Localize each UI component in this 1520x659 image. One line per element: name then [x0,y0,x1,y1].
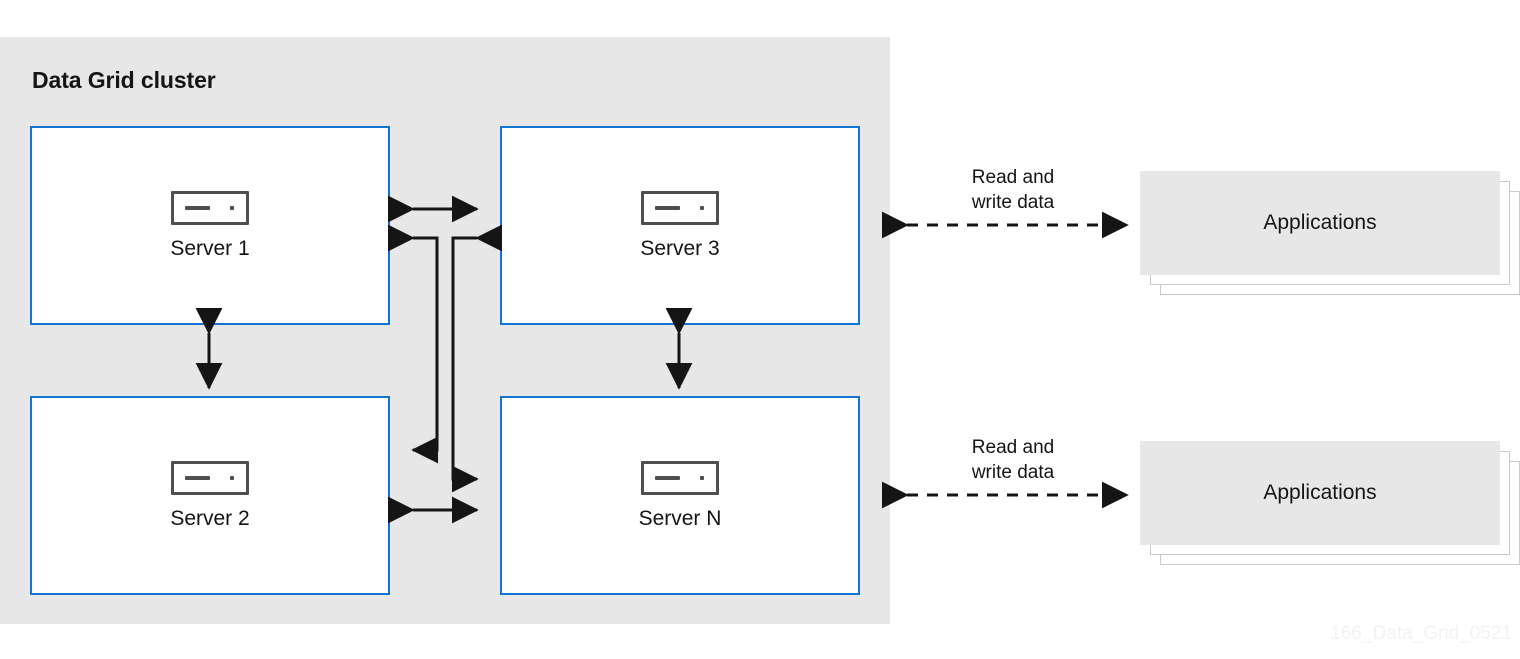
server-label-server-2: Server 2 [170,506,250,530]
server-box-server-3[interactable]: Server 3 [500,126,860,325]
server-rack-led-icon [700,205,704,210]
link-label-top: Read and write data [898,165,1128,215]
applications-card-front[interactable]: Applications [1140,441,1500,545]
server-box-server-n[interactable]: Server N [500,396,860,595]
watermark-text: 166_Data_Grid_0521 [1330,623,1512,644]
applications-label-bottom: Applications [1263,481,1377,504]
server-rack-bar-icon [185,475,210,480]
link-label-top-line2: write data [971,192,1055,213]
link-label-top-line1: Read and [971,167,1055,188]
server-rack-icon [641,460,719,495]
server-rack-bar-icon [655,475,680,480]
link-label-bottom: Read and write data [898,435,1128,485]
server-box-server-2[interactable]: Server 2 [30,396,390,595]
applications-card-front[interactable]: Applications [1140,171,1500,275]
server-rack-led-icon [700,475,704,480]
server-label-server-3: Server 3 [640,236,720,260]
server-box-server-1[interactable]: Server 1 [30,126,390,325]
server-rack-led-icon [230,475,234,480]
server-label-server-1: Server 1 [170,236,250,260]
link-label-bottom-line1: Read and [971,437,1055,458]
server-rack-led-icon [230,205,234,210]
link-label-bottom-line2: write data [971,462,1055,483]
applications-label-top: Applications [1263,211,1377,234]
server-label-server-n: Server N [638,506,722,530]
applications-stack-bottom[interactable]: Applications [1140,441,1520,586]
server-rack-icon [171,460,249,495]
server-rack-icon [641,190,719,225]
server-rack-bar-icon [185,205,210,210]
cluster-title: Data Grid cluster [32,67,216,93]
server-rack-bar-icon [655,205,680,210]
applications-stack-top[interactable]: Applications [1140,171,1520,316]
server-rack-icon [171,190,249,225]
